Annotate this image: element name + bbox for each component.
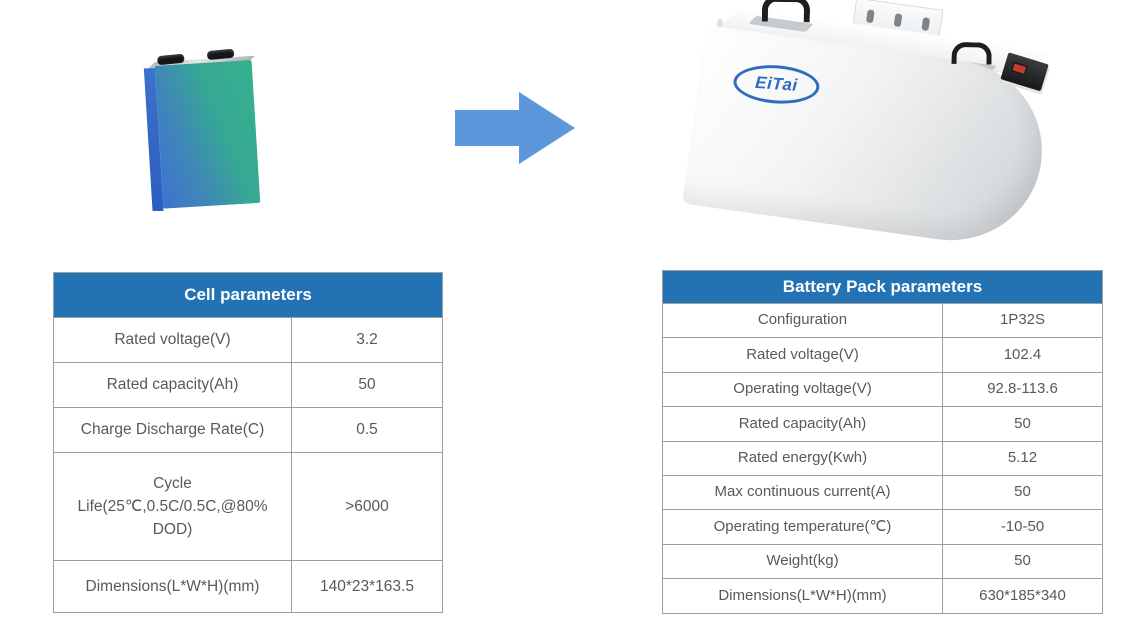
param-label: Max continuous current(A) [663,475,943,510]
battery-pack-parameters-table: Battery Pack parameters Configuration 1P… [662,270,1103,614]
param-value: >6000 [345,497,389,515]
table-row: Rated capacity(Ah) 50 [54,362,442,407]
param-value: 50 [1014,483,1031,501]
table-row: Rated voltage(V) 3.2 [54,317,442,362]
param-value: 50 [1014,414,1031,432]
param-label: Rated capacity(Ah) [663,407,943,441]
bracket-hole [893,13,903,28]
battery-pack-image: EiTai [681,0,1068,264]
connector-red-detail [1010,61,1029,77]
battery-pack-body: EiTai [670,0,1081,297]
param-value: 1P32S [999,311,1046,329]
param-value: 140*23*163.5 [320,577,414,595]
bracket-hole [865,9,875,24]
param-label: Rated energy(Kwh) [663,441,943,475]
param-label: Rated voltage(V) [54,318,292,362]
arrow-body [455,110,519,146]
param-value: 92.8-113.6 [987,380,1058,398]
param-label: Rated capacity(Ah) [54,363,292,407]
cell-parameters-table: Cell parameters Rated voltage(V) 3.2 Rat… [53,272,443,613]
param-value: 102.4 [1003,345,1042,363]
table-row: Operating temperature(℃) -10-50 [663,509,1102,544]
param-value: 5.12 [1007,449,1038,466]
table-row: Rated voltage(V) 102.4 [663,337,1102,372]
arrow-head [519,92,575,164]
cell-table-title: Cell parameters [54,273,442,317]
table-row: Weight(kg) 50 [663,543,1102,579]
param-label: Cycle Life(25℃,0.5C/0.5C,@80% DOD) [54,453,292,560]
table-row: Max continuous current(A) 50 [663,474,1102,510]
right-arrow-icon [455,92,575,164]
battery-cell-image [140,48,270,220]
table-row: Rated capacity(Ah) 50 [663,406,1102,441]
param-value: 0.5 [356,421,378,439]
param-label: Configuration [663,304,943,338]
cell-front-face [154,60,261,209]
carry-handle-icon [951,41,992,65]
table-row: Cycle Life(25℃,0.5C/0.5C,@80% DOD) >6000 [54,452,442,560]
param-value: -10-50 [1000,517,1045,535]
param-label: Operating voltage(V) [663,372,943,407]
param-label: Rated voltage(V) [663,338,943,372]
param-value: 3.2 [356,331,378,349]
table-row: Rated energy(Kwh) 5.12 [663,440,1102,475]
param-value: 630*185*340 [979,586,1066,604]
param-label: Dimensions(L*W*H)(mm) [54,561,292,612]
param-label: Charge Discharge Rate(C) [54,408,292,452]
param-label: Operating temperature(℃) [663,510,943,544]
param-label: Dimensions(L*W*H)(mm) [663,579,943,613]
pack-table-title: Battery Pack parameters [663,271,1102,303]
carry-handle-icon [761,0,811,23]
bracket-hole [921,17,931,32]
param-value: 50 [1014,552,1031,570]
param-value: 50 [358,376,376,394]
table-row: Configuration 1P32S [663,303,1102,338]
table-row: Dimensions(L*W*H)(mm) 140*23*163.5 [54,560,442,612]
param-label: Weight(kg) [663,544,943,579]
table-row: Dimensions(L*W*H)(mm) 630*185*340 [663,578,1102,613]
battery-cell-body [135,46,275,224]
table-row: Operating voltage(V) 92.8-113.6 [663,371,1102,407]
table-row: Charge Discharge Rate(C) 0.5 [54,407,442,452]
